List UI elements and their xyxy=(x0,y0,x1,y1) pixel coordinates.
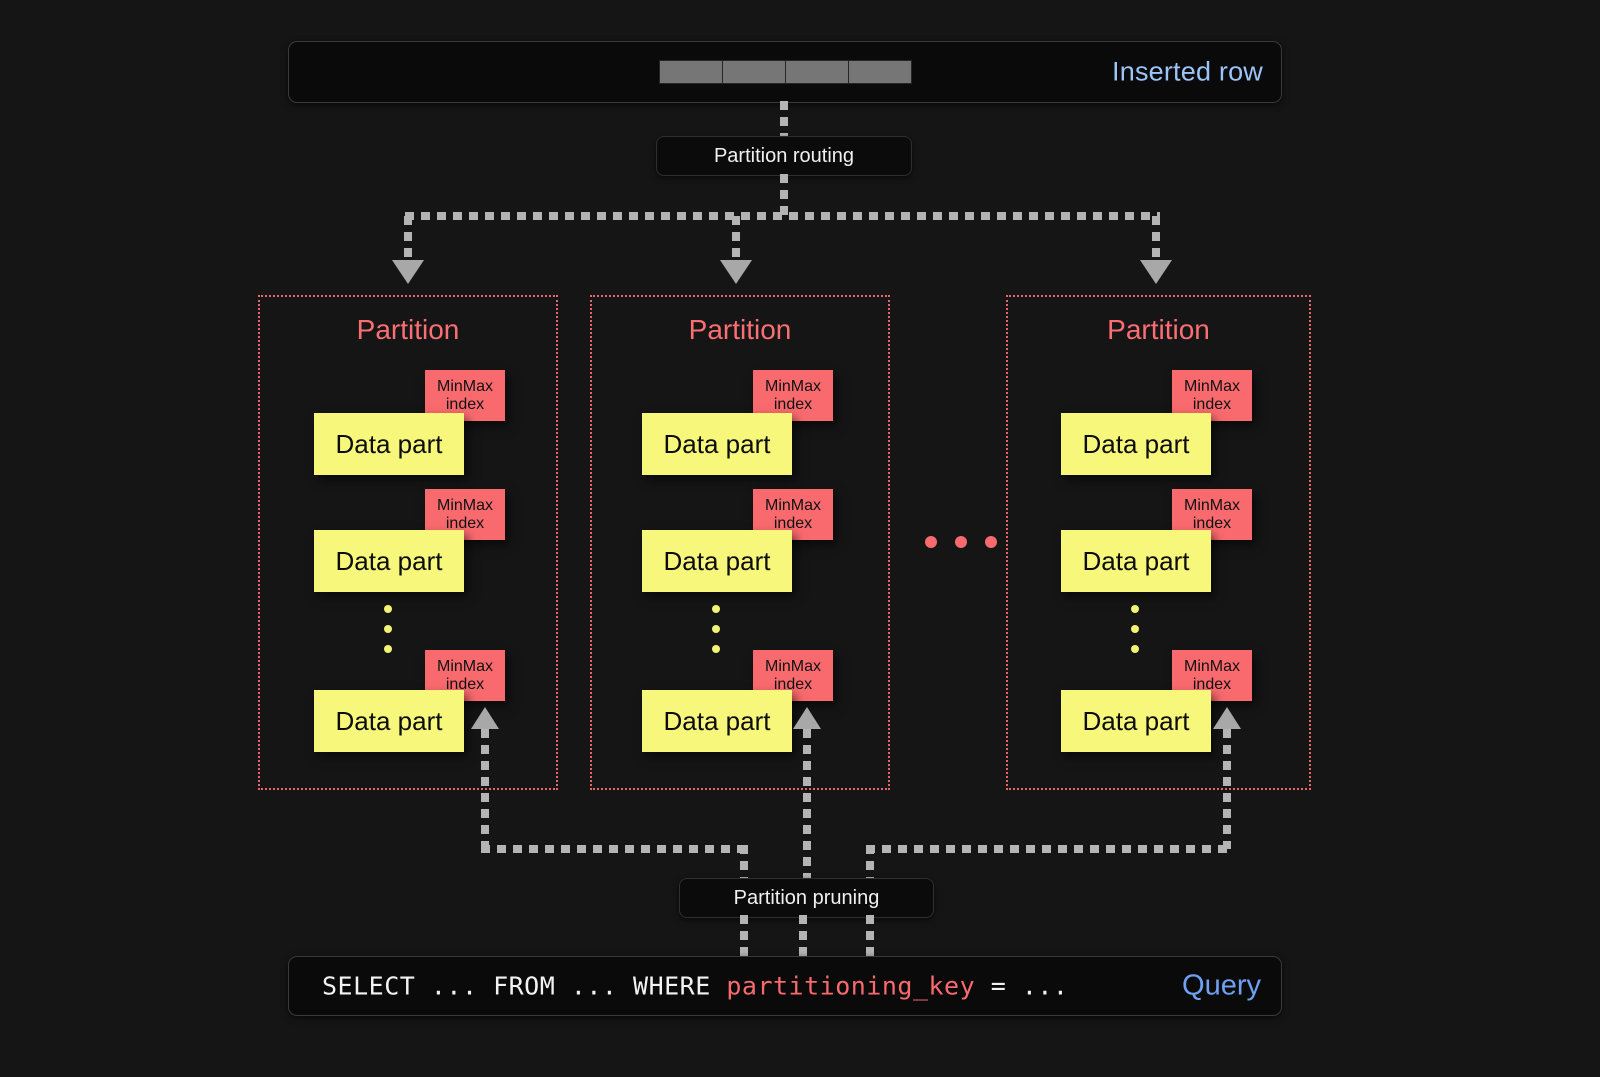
minmax-line2: index xyxy=(773,395,813,413)
minmax-line2: index xyxy=(773,675,813,693)
ellipsis-dot xyxy=(712,605,720,613)
connector-pruning-to-query-2 xyxy=(799,915,807,957)
connector-partition-2-up xyxy=(803,729,811,879)
arrow-down-partition-2 xyxy=(720,260,752,284)
connector-routing-to-bus xyxy=(780,174,788,216)
minmax-line2: index xyxy=(445,675,485,693)
query-bar: SELECT ... FROM ... WHERE partitioning_k… xyxy=(288,956,1282,1016)
data-part-p1-1: Data part xyxy=(314,413,464,475)
ellipsis-dot xyxy=(384,605,392,613)
partition-2-title: Partition xyxy=(688,314,792,345)
connector-bus-to-partition-1 xyxy=(404,216,412,264)
query-label: Query xyxy=(1182,969,1261,1002)
row-cell xyxy=(722,60,786,84)
ellipsis-dot xyxy=(1131,625,1139,633)
data-part-p3-3: Data part xyxy=(1061,690,1211,752)
row-cell xyxy=(848,60,912,84)
ellipsis-dot xyxy=(925,536,937,548)
partition-routing-label: Partition routing xyxy=(713,144,855,167)
ellipsis-dot xyxy=(1131,605,1139,613)
minmax-line1: MinMax xyxy=(764,496,821,514)
connector-insert-to-routing xyxy=(780,101,788,136)
arrow-down-partition-3 xyxy=(1140,260,1172,284)
data-part-p1-2: Data part xyxy=(314,530,464,592)
row-cell xyxy=(659,60,723,84)
minmax-line2: index xyxy=(1192,675,1232,693)
data-part-p3-2: Data part xyxy=(1061,530,1211,592)
minmax-line1: MinMax xyxy=(764,377,821,395)
partition-pruning-box: Partition pruning xyxy=(679,878,934,918)
connector-pruning-to-query-1 xyxy=(740,915,748,957)
ellipsis-dot xyxy=(712,625,720,633)
data-part-p2-3: Data part xyxy=(642,690,792,752)
data-part-p3-1: Data part xyxy=(1061,413,1211,475)
minmax-line2: index xyxy=(445,514,485,532)
minmax-line2: index xyxy=(445,395,485,413)
ellipsis-dot xyxy=(955,536,967,548)
data-part-p1-3: Data part xyxy=(314,690,464,752)
minmax-line1: MinMax xyxy=(1183,657,1240,675)
data-part-p2-2: Data part xyxy=(642,530,792,592)
partition-3-title: Partition xyxy=(1107,314,1210,345)
arrow-up-partition-1 xyxy=(471,707,499,729)
query-statement: SELECT ... FROM ... WHERE partitioning_k… xyxy=(322,972,1068,1001)
ellipsis-dot xyxy=(985,536,997,548)
connector-bus-to-partition-3 xyxy=(1152,216,1160,264)
minmax-line1: MinMax xyxy=(1183,377,1240,395)
pruning-bus-left xyxy=(481,845,746,853)
connector-bus-to-partition-2 xyxy=(732,216,740,264)
partition-1-ellipsis xyxy=(384,605,392,665)
arrow-up-partition-3 xyxy=(1213,707,1241,729)
ellipsis-dot xyxy=(712,645,720,653)
partition-routing-box: Partition routing xyxy=(656,136,912,176)
minmax-line1: MinMax xyxy=(1183,496,1240,514)
connector-pruning-left-drop xyxy=(740,845,748,880)
partition-1-title: Partition xyxy=(356,314,460,345)
inserted-row-label: Inserted row xyxy=(1112,56,1263,87)
data-part-p2-1: Data part xyxy=(642,413,792,475)
connector-partition-3-up xyxy=(1223,729,1231,849)
minmax-line2: index xyxy=(1192,514,1232,532)
minmax-line2: index xyxy=(773,514,813,532)
connector-partition-1-up xyxy=(481,729,489,849)
ellipsis-dot xyxy=(384,625,392,633)
minmax-line1: MinMax xyxy=(764,657,821,675)
ellipsis-dot xyxy=(1131,645,1139,653)
partition-pruning-label: Partition pruning xyxy=(733,886,880,909)
query-partitioning-key: partitioning_key xyxy=(726,971,976,1001)
inserted-row-cells xyxy=(659,60,912,84)
partition-3-ellipsis xyxy=(1131,605,1139,665)
arrow-up-partition-2 xyxy=(793,707,821,729)
row-cell xyxy=(785,60,849,84)
connector-pruning-to-query-3 xyxy=(866,915,874,957)
ellipsis-dot xyxy=(384,645,392,653)
minmax-line1: MinMax xyxy=(436,377,493,395)
minmax-line1: MinMax xyxy=(436,657,493,675)
routing-fanout-bus xyxy=(405,212,1160,220)
query-prefix: SELECT ... FROM ... WHERE xyxy=(322,971,727,1001)
partition-2: Partition xyxy=(590,295,890,790)
minmax-line1: MinMax xyxy=(436,496,493,514)
connector-pruning-right-drop xyxy=(866,845,874,880)
minmax-line2: index xyxy=(1192,395,1232,413)
inserted-row-bar: Inserted row xyxy=(288,41,1282,103)
partition-1: Partition xyxy=(258,295,558,790)
query-suffix: = ... xyxy=(975,971,1069,1001)
pruning-bus-right xyxy=(866,845,1231,853)
partition-2-ellipsis xyxy=(712,605,720,665)
arrow-down-partition-1 xyxy=(392,260,424,284)
between-partitions-ellipsis xyxy=(925,536,997,548)
partition-3: Partition xyxy=(1006,295,1311,790)
